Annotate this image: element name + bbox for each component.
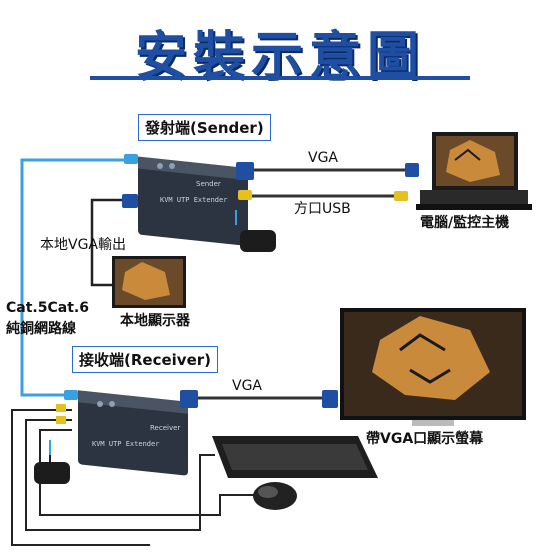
local-vga-plug <box>122 194 138 208</box>
local-vga-label: 本地VGA輸出 <box>40 237 127 253</box>
usb-label: 方口USB <box>294 201 351 217</box>
cat-cable <box>20 158 130 397</box>
receiver-power-adapter <box>34 462 70 484</box>
sender-power-adapter <box>240 230 276 252</box>
monitor-label: 帶VGA口顯示螢幕 <box>366 431 484 447</box>
sender-vga-plug <box>236 162 254 180</box>
monitor-vga-plug <box>322 390 338 408</box>
receiver-vga-plug <box>180 390 198 408</box>
cat-label-line2: 純銅網路線 <box>6 321 76 337</box>
sender-label: 發射端(Sender) <box>138 114 271 141</box>
receiver-cable-1 <box>11 409 150 546</box>
local-monitor <box>112 256 186 308</box>
title-underline <box>90 76 470 80</box>
receiver-device-tag: Receiver <box>150 424 180 432</box>
computer-usb-plug <box>394 191 408 201</box>
sender-device-tag: Sender <box>196 180 221 188</box>
keyboard <box>212 436 378 478</box>
computer-host <box>416 132 532 210</box>
receiver-usb-plug-2 <box>56 416 66 424</box>
local-display-label: 本地顯示器 <box>120 313 190 329</box>
local-vga-cable <box>90 198 126 287</box>
vga-top-label: VGA <box>308 150 339 166</box>
sender-rj45-plug <box>124 154 138 164</box>
receiver-cable-3 <box>39 429 255 516</box>
computer-vga-plug <box>405 163 419 177</box>
sender-usb-plug <box>238 190 252 200</box>
mouse <box>253 482 297 510</box>
sender-device-text: KVM UTP Extender <box>160 196 227 204</box>
vga-monitor <box>340 308 526 426</box>
computer-label: 電腦/監控主機 <box>420 215 510 231</box>
receiver-cable-2 <box>25 419 215 531</box>
receiver-device <box>78 390 188 476</box>
receiver-label: 接收端(Receiver) <box>72 346 218 373</box>
receiver-device-text: KVM UTP Extender <box>92 440 159 448</box>
receiver-usb-plug-1 <box>56 404 66 412</box>
vga-bottom-label: VGA <box>232 378 263 394</box>
receiver-rj45-plug <box>64 390 78 400</box>
cat-label-line1: Cat.5Cat.6 <box>6 300 89 316</box>
sender-device <box>138 156 248 246</box>
